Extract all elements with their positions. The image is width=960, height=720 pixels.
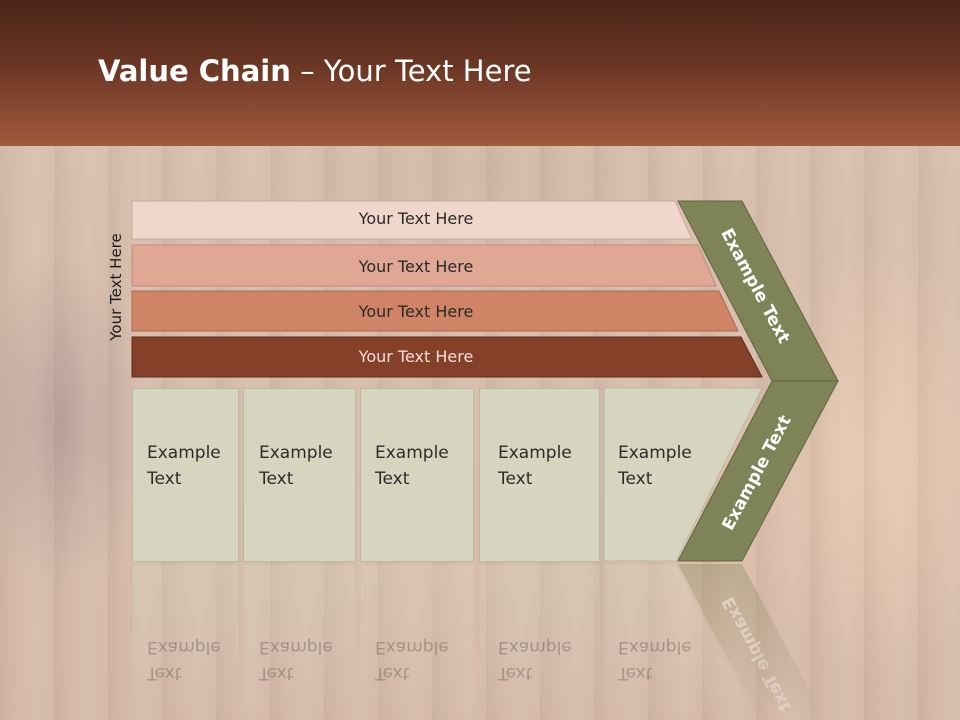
- box-5-shape[interactable]: [603, 387, 763, 562]
- title-rest: – Your Text Here: [290, 54, 532, 88]
- reflection-text-3-line1: Example: [375, 637, 449, 657]
- reflection: Text Example Text Example Text Example Text…: [0, 564, 960, 720]
- bar-1-label: Your Text Here: [358, 209, 474, 228]
- reflection-text-3: Text Example: [375, 634, 449, 686]
- bar-1-shape[interactable]: [131, 200, 693, 240]
- reflection-text-5-line2: Text: [618, 663, 653, 683]
- box-3[interactable]: [360, 388, 474, 562]
- box-1-line2: Text: [147, 469, 182, 489]
- reflection-text-5: Text Example: [618, 634, 692, 686]
- reflection-text-4: Text Example: [498, 634, 572, 686]
- reflection-text-1-line2: Text: [147, 663, 182, 683]
- box-2-line2: Text: [259, 469, 294, 489]
- reflection-text-1-line1: Example: [147, 637, 221, 657]
- box-2[interactable]: [243, 388, 356, 562]
- box-4-line2: Text: [498, 469, 533, 489]
- reflection-shapes: [131, 564, 826, 720]
- reflection-text-5-line1: Example: [618, 637, 692, 657]
- reflection-text-4-line1: Example: [498, 637, 572, 657]
- title-bold: Value Chain: [98, 54, 291, 88]
- title-banner: [0, 0, 960, 146]
- box-5-line1: Example: [618, 443, 692, 463]
- reflection-text-4-line2: Text: [498, 663, 533, 683]
- box-4-line1: Example: [498, 443, 572, 463]
- box-1[interactable]: [132, 388, 239, 562]
- reflection-text-3-line2: Text: [375, 663, 410, 683]
- box-1-line1: Example: [147, 443, 221, 463]
- box-5-line2: Text: [618, 469, 653, 489]
- box-4[interactable]: [479, 388, 600, 562]
- bar-2-shape[interactable]: [131, 244, 717, 287]
- bar-3-shape[interactable]: [131, 290, 739, 332]
- bar-3-label: Your Text Here: [358, 302, 474, 321]
- bar-2-label: Your Text Here: [358, 257, 474, 276]
- chevron-lower[interactable]: [677, 380, 839, 562]
- reflection-text-2-line2: Text: [259, 663, 294, 683]
- box-3-line1: Example: [375, 443, 449, 463]
- reflection-text-2: Text Example: [259, 634, 333, 686]
- slide-title[interactable]: Value Chain – Your Text Here: [98, 54, 532, 88]
- reflection-text-2-line1: Example: [259, 637, 333, 657]
- box-2-line1: Example: [259, 443, 333, 463]
- reflection-text-1: Text Example: [147, 634, 221, 686]
- box-3-line2: Text: [375, 469, 410, 489]
- bar-4-shape[interactable]: [131, 336, 763, 378]
- bar-4-label: Your Text Here: [358, 347, 474, 366]
